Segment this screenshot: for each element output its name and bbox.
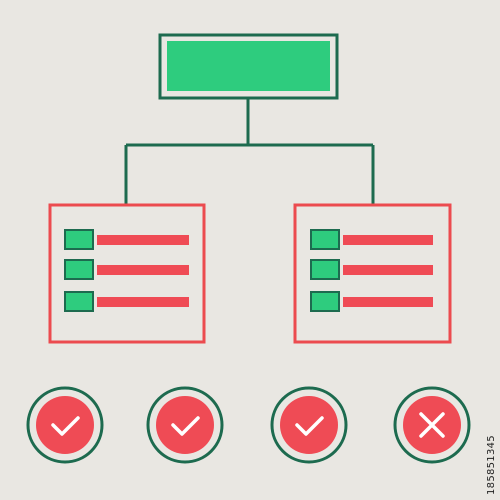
right-card-bullet-3: [310, 291, 340, 312]
left-card-line-1: [97, 235, 189, 245]
status-ring-4: [393, 386, 471, 464]
status-ring-1: [26, 386, 104, 464]
x-icon: [419, 412, 445, 438]
status-cross-1: [393, 386, 471, 464]
check-icon: [51, 416, 80, 436]
status-fill-3: [280, 396, 338, 454]
left-card-line-3: [97, 297, 189, 307]
status-ring-3: [270, 386, 348, 464]
status-check-1: [26, 386, 104, 464]
root-node-fill: [167, 41, 330, 91]
right-card-line-2: [343, 265, 433, 275]
right-card-line-1: [343, 235, 433, 245]
right-card-bullet-1: [310, 229, 340, 250]
left-card-bullet-2: [64, 259, 94, 280]
left-list-card: [48, 203, 206, 344]
check-icon: [295, 416, 324, 436]
right-card-bullet-2: [310, 259, 340, 280]
status-check-3: [270, 386, 348, 464]
left-card-bullet-1: [64, 229, 94, 250]
left-card-bullet-3: [64, 291, 94, 312]
right-card-line-3: [343, 297, 433, 307]
status-check-2: [146, 386, 224, 464]
right-list-card: [293, 203, 452, 344]
left-card-line-2: [97, 265, 189, 275]
status-fill-1: [36, 396, 94, 454]
check-icon: [171, 416, 200, 436]
status-ring-2: [146, 386, 224, 464]
left-card-frame: [48, 203, 206, 344]
right-card-frame: [293, 203, 452, 344]
stock-id-label: 185851345: [486, 435, 497, 495]
status-fill-2: [156, 396, 214, 454]
